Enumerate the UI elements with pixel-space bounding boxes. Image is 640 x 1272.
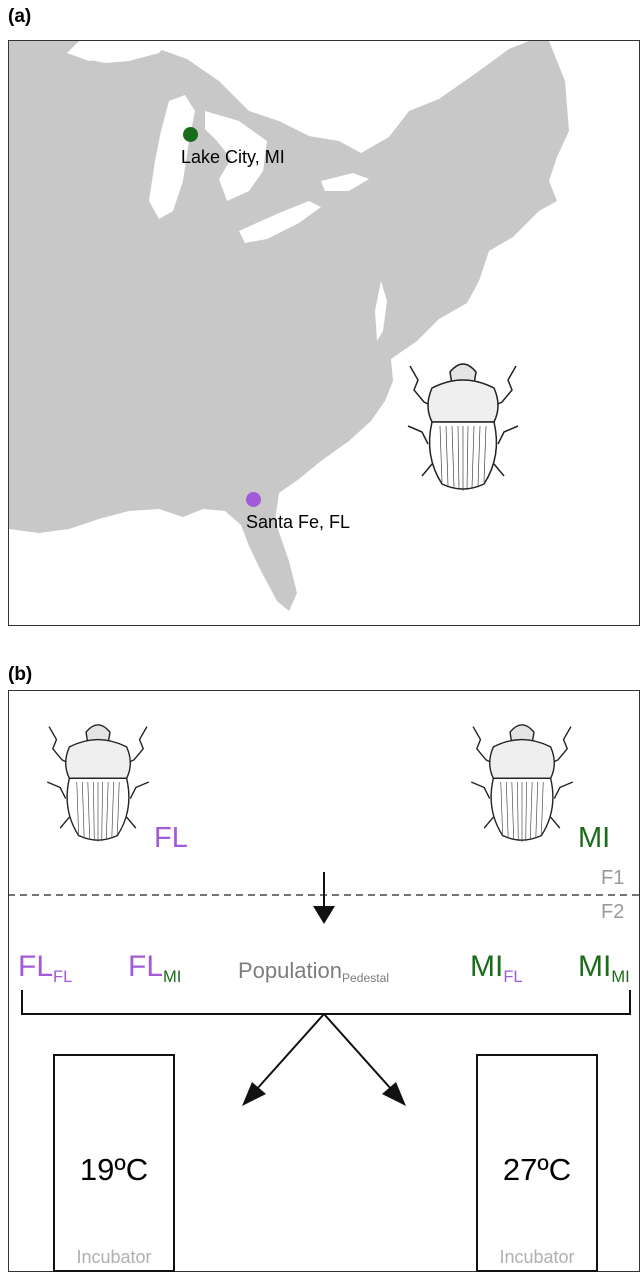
split-arrows [21,990,631,1106]
beetle-label-mi: MI [578,822,611,854]
beetle-illustration-map [407,363,519,491]
group-population-pedestal: PopulationPedestal [238,958,390,986]
group-mi-fl: MIFL [470,950,523,986]
panel-b-label: (b) [8,664,33,685]
site-santa-fe-dot [246,492,261,507]
lake-michigan [149,95,195,219]
beetle-illustration-mi [470,724,574,842]
incubator-19c-label: Incubator [76,1247,152,1267]
incubator-27c: 27ºC Incubator [476,1054,598,1272]
lake-erie [239,201,321,243]
incubator-27c-label: Incubator [499,1247,575,1267]
incubator-27c-temperature: 27ºC [502,1152,572,1187]
group-mi-mi: MIMI [578,950,630,986]
beetle-illustration-fl [46,724,150,842]
land-mass [9,41,569,611]
eastern-us-map [9,41,569,611]
site-santa-fe-label: Santa Fe, FL [246,512,351,532]
site-lake-city-label: Lake City, MI [181,147,285,167]
incubator-19c-temperature: 19ºC [79,1152,149,1187]
lake-ontario [321,173,369,191]
site-lake-city-dot [183,127,198,142]
panel-a-label: (a) [8,6,32,27]
generation-f1-label: F1 [601,867,625,889]
beetle-label-fl: FL [154,822,188,854]
incubator-19c: 19ºC Incubator [53,1054,175,1272]
group-fl-fl: FLFL [18,950,73,986]
group-fl-mi: FLMI [128,950,182,986]
generation-divider [8,872,640,924]
generation-f2-label: F2 [601,901,625,923]
map-frame [8,40,640,626]
lake-huron [205,111,267,201]
chesapeake-bay [375,281,387,341]
lake-superior [79,41,169,63]
